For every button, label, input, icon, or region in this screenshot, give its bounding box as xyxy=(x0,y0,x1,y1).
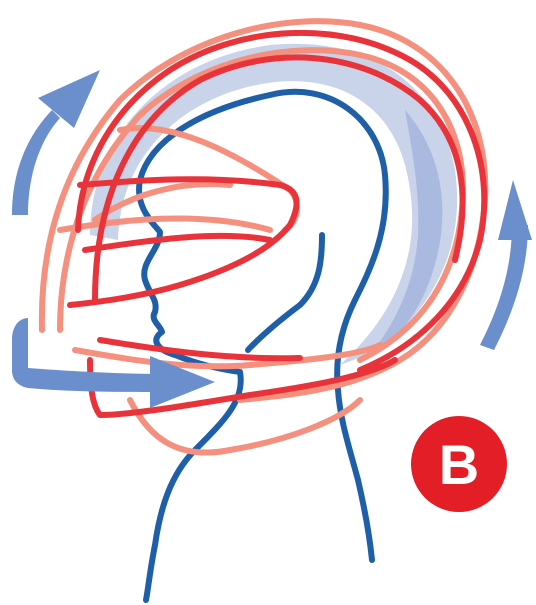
section-badge: B xyxy=(411,416,507,512)
arrow-up-right-icon xyxy=(480,180,532,350)
badge-label: B xyxy=(439,433,479,496)
head-profile xyxy=(139,92,386,600)
face-mask-red-low xyxy=(100,340,300,358)
skull-back xyxy=(270,92,386,560)
